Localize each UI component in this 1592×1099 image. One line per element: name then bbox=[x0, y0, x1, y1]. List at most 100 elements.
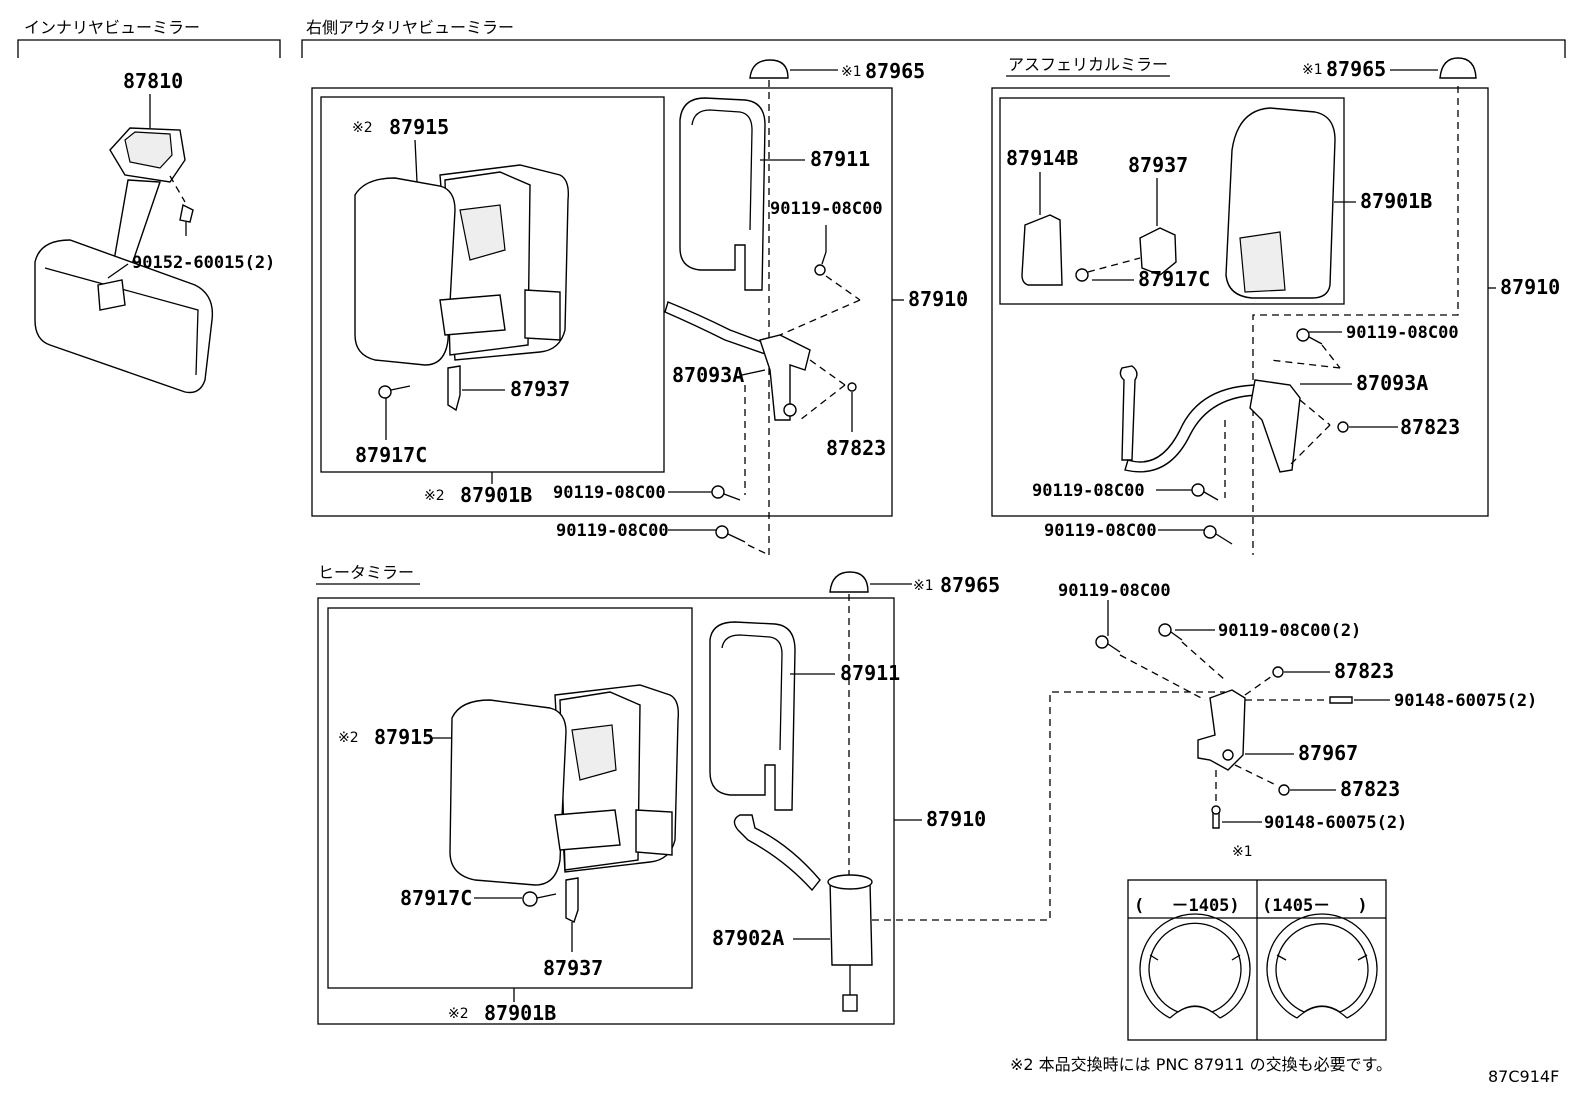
part-cap-87965-heater bbox=[829, 571, 869, 593]
mark-m2-87915-top: ※2 bbox=[352, 120, 373, 136]
screw-90119-top-b bbox=[715, 525, 746, 543]
label-87901B-asph: 87901B bbox=[1360, 189, 1432, 213]
part-harness-asph bbox=[1119, 365, 1138, 461]
section-bracket-outer bbox=[301, 39, 1566, 58]
label-87093A-top: 87093A bbox=[672, 363, 744, 387]
mark-m1-87965-heater: ※1 bbox=[913, 578, 934, 594]
label-90119-stay-a: 90119-08C00 bbox=[1058, 581, 1171, 601]
part-harness-87093A-top bbox=[664, 301, 771, 356]
pin-90148-stay-a bbox=[1329, 696, 1353, 704]
screw-87917C-asph bbox=[1075, 257, 1141, 282]
label-90119-asph-b: 90119-08C00 bbox=[1044, 521, 1157, 541]
washer-87823-asph bbox=[1337, 421, 1349, 433]
screw-90119-asph-b bbox=[1203, 525, 1233, 545]
label-87915-top: 87915 bbox=[389, 115, 449, 139]
label-87967: 87967 bbox=[1298, 741, 1358, 765]
variant-table-left-header: ( －1405) bbox=[1134, 896, 1240, 916]
screw-87917C-top bbox=[378, 385, 411, 399]
box-aspherical-assembly bbox=[991, 87, 1489, 517]
label-87917C-asph: 87917C bbox=[1138, 267, 1210, 291]
screw-87917C-heater bbox=[522, 891, 557, 907]
mark-m2-87901B-heater: ※2 bbox=[448, 1006, 469, 1022]
label-87937-heater: 87937 bbox=[543, 956, 603, 980]
label-90148-stay-b: 90148-60075(2) bbox=[1264, 813, 1407, 833]
label-87823-top: 87823 bbox=[826, 436, 886, 460]
screw-90119-top-inner bbox=[814, 251, 827, 276]
part-bracket-87093A-top bbox=[759, 334, 811, 421]
box-outer-mirror-assembly bbox=[311, 87, 893, 517]
label-87917C-heater: 87917C bbox=[400, 886, 472, 910]
section-title-outer-mirror: 右側アウタリヤビューミラー bbox=[306, 18, 514, 37]
section-title-heater: ヒータミラー bbox=[318, 563, 414, 582]
part-motor-87902A bbox=[829, 879, 873, 966]
label-87937-top: 87937 bbox=[510, 377, 570, 401]
part-frame-87911-top bbox=[679, 97, 766, 291]
label-87915-heater: 87915 bbox=[374, 725, 434, 749]
label-87911-heater: 87911 bbox=[840, 661, 900, 685]
part-87937-top bbox=[447, 365, 461, 412]
label-87902A: 87902A bbox=[712, 926, 784, 950]
label-90119-top-b: 90119-08C00 bbox=[556, 521, 669, 541]
box-heater-assembly bbox=[317, 597, 895, 1025]
label-90119-top-a: 90119-08C00 bbox=[553, 483, 666, 503]
label-87965-asph: 87965 bbox=[1326, 57, 1386, 81]
label-87910-top: 87910 bbox=[908, 287, 968, 311]
washer-87823-stay-b bbox=[1278, 784, 1290, 796]
label-87901B-top: 87901B bbox=[460, 483, 532, 507]
section-title-aspherical: アスフェリカルミラー bbox=[1008, 55, 1168, 74]
part-cap-87965-top bbox=[749, 59, 789, 79]
footnote-m2: ※2 本品交換時には PNC 87911 の交換も必要です。 bbox=[1010, 1055, 1392, 1074]
label-87914B: 87914B bbox=[1006, 146, 1078, 170]
screw-90119-stay-a bbox=[1095, 635, 1121, 653]
part-87937-heater bbox=[565, 877, 579, 923]
label-90119-top-inner: 90119-08C00 bbox=[770, 199, 883, 219]
part-stay-87967 bbox=[1197, 689, 1246, 771]
label-87937-asph: 87937 bbox=[1128, 153, 1188, 177]
mark-m1-87965-top: ※1 bbox=[841, 64, 862, 80]
label-90152-60015: 90152-60015(2) bbox=[132, 253, 275, 273]
washer-87823-top bbox=[847, 382, 857, 392]
label-87823-asph: 87823 bbox=[1400, 415, 1460, 439]
label-90119-stay-b: 90119-08C00(2) bbox=[1218, 621, 1361, 641]
label-87901B-heater: 87901B bbox=[484, 1001, 556, 1025]
screw-90119-asph-a bbox=[1191, 483, 1219, 501]
part-frame-87911-heater bbox=[709, 621, 796, 811]
label-87093A-asph: 87093A bbox=[1356, 371, 1428, 395]
screw-90119-top-a bbox=[711, 485, 741, 501]
washer-87823-stay-a bbox=[1272, 666, 1284, 678]
label-87911-top: 87911 bbox=[810, 147, 870, 171]
variant-table-right-header: (1405－ ) bbox=[1262, 896, 1368, 916]
cap-variant-late bbox=[1266, 913, 1378, 1019]
part-clip-87937-asph bbox=[1139, 227, 1177, 276]
mark-m2-87915-heater: ※2 bbox=[338, 730, 359, 746]
label-87823-stay-b: 87823 bbox=[1340, 777, 1400, 801]
mark-m1-variant-table: ※1 bbox=[1232, 844, 1253, 860]
diagram-code: 87C914F bbox=[1488, 1067, 1559, 1086]
mark-m1-87965-asph: ※1 bbox=[1302, 62, 1323, 78]
screw-90119-stay-b bbox=[1158, 623, 1183, 641]
cap-variant-early bbox=[1139, 913, 1251, 1019]
label-87965-top: 87965 bbox=[865, 59, 925, 83]
part-cover-87914B bbox=[1021, 214, 1063, 286]
inner-mirror-assembly bbox=[34, 127, 214, 394]
label-90119-asph-a: 90119-08C00 bbox=[1032, 481, 1145, 501]
box-heater-sub bbox=[327, 607, 693, 989]
label-87910-heater: 87910 bbox=[926, 807, 986, 831]
label-87823-stay-a: 87823 bbox=[1334, 659, 1394, 683]
mirror-body-top bbox=[354, 164, 570, 366]
label-87910-asph: 87910 bbox=[1500, 275, 1560, 299]
part-harness-heater bbox=[733, 814, 821, 892]
label-87810: 87810 bbox=[123, 69, 183, 93]
mirror-body-heater bbox=[449, 684, 680, 886]
part-bracket-87093A-asph bbox=[1249, 379, 1301, 473]
label-90148-stay-a: 90148-60075(2) bbox=[1394, 691, 1537, 711]
screw-90119-asph-inner bbox=[1296, 328, 1323, 345]
label-87917C-top: 87917C bbox=[355, 443, 427, 467]
label-87965-heater: 87965 bbox=[940, 573, 1000, 597]
label-90119-asph-inner: 90119-08C00 bbox=[1346, 323, 1459, 343]
section-bracket-inner bbox=[17, 39, 281, 58]
box-aspherical-sub bbox=[999, 97, 1345, 305]
part-cap-87965-asph bbox=[1439, 57, 1477, 79]
mark-m2-87901B-top: ※2 bbox=[424, 488, 445, 504]
